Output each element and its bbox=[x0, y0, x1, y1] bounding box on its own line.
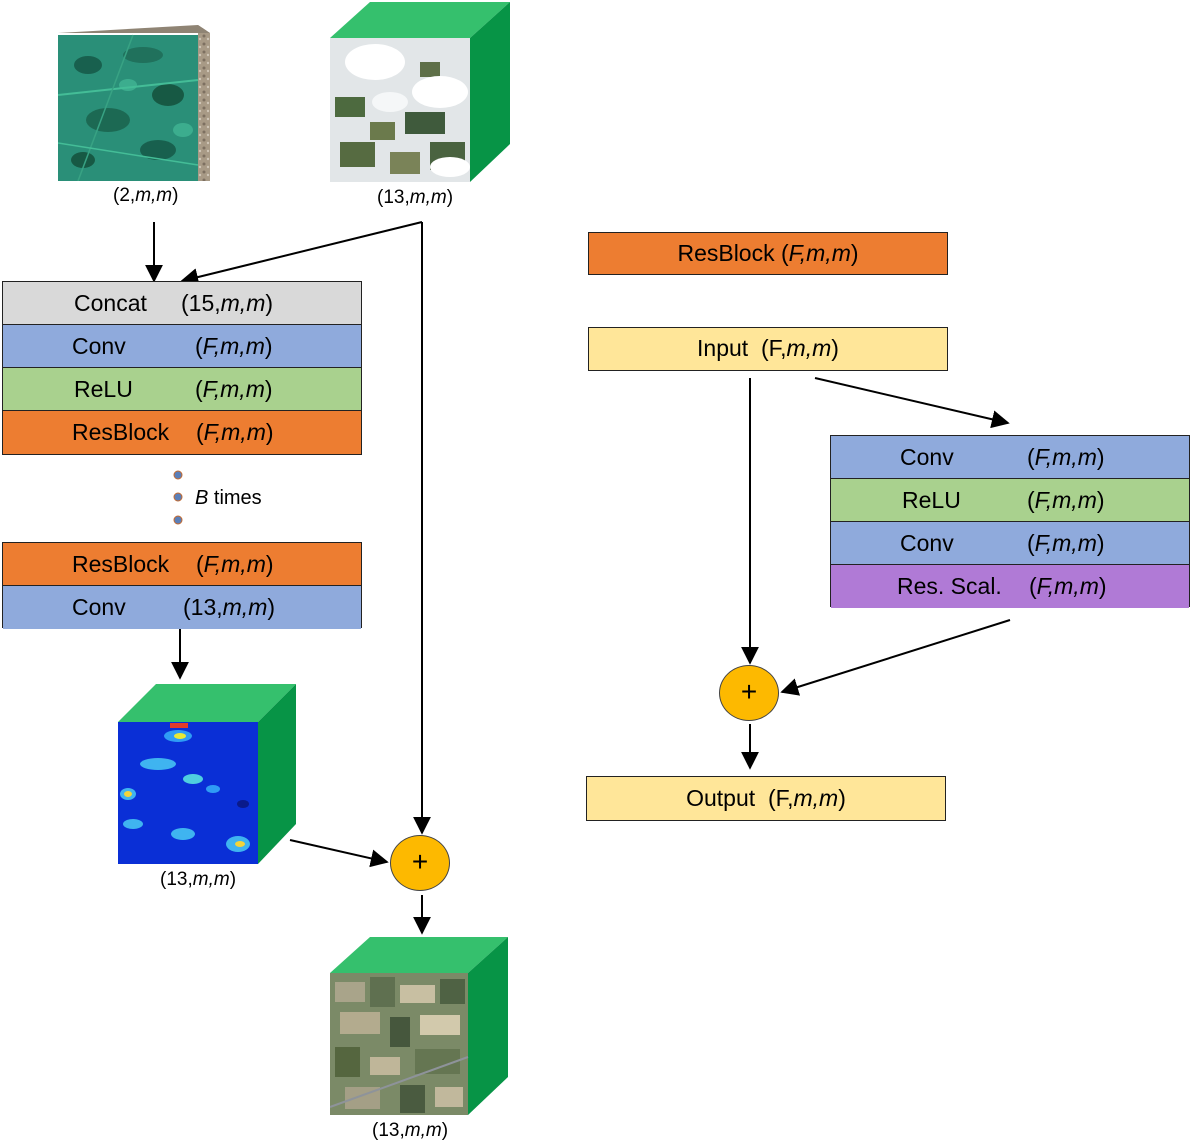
layer-name: ResBlock bbox=[72, 551, 170, 577]
inner-conv-2: Conv (F,m,m) bbox=[831, 522, 1189, 565]
output-name: Output bbox=[686, 785, 756, 811]
addition-node: + bbox=[390, 835, 450, 891]
layer-shape: (F,m,m) bbox=[195, 376, 273, 402]
layer-shape: (15,m,m) bbox=[181, 290, 274, 316]
input-b-shape-label: (13,m,m) bbox=[377, 187, 454, 208]
arrow-input-to-stack bbox=[814, 377, 1010, 429]
layer-name: Conv bbox=[72, 333, 126, 359]
resblock-output: Output (F,m,m) bbox=[586, 776, 946, 821]
residual-shape-label: (13,m,m) bbox=[160, 869, 237, 890]
resblock-title: ResBlock (F,m,m) bbox=[588, 232, 948, 275]
layer-shape: (F,m,m) bbox=[196, 551, 274, 577]
layer-name: ResBlock bbox=[72, 419, 170, 445]
layer-name: Concat bbox=[74, 290, 147, 316]
layer-name: Res. Scal. bbox=[897, 573, 1002, 599]
arrow-residual-to-plus bbox=[289, 839, 389, 868]
layer-conv: Conv (F,m,m) bbox=[3, 325, 361, 368]
layer-resblock-last: ResBlock (F,m,m) bbox=[3, 543, 361, 586]
layer-resblock: ResBlock (F,m,m) bbox=[3, 411, 361, 454]
layer-shape: (F,m,m) bbox=[1029, 573, 1107, 599]
inner-res-scal: Res. Scal. (F,m,m) bbox=[831, 565, 1189, 608]
input-a-image bbox=[58, 25, 210, 181]
layer-name: Conv bbox=[900, 444, 954, 470]
layer-name: Conv bbox=[900, 530, 954, 556]
layer-concat: Concat (15,m,m) bbox=[3, 282, 361, 325]
resblock-title-name: ResBlock bbox=[677, 240, 775, 266]
layer-shape: (F,m,m) bbox=[1027, 487, 1105, 513]
input-name: Input bbox=[697, 335, 749, 361]
layer-name: ReLU bbox=[74, 376, 133, 402]
layer-shape: (F,m,m) bbox=[1027, 444, 1105, 470]
arrow-inputb-to-concat bbox=[180, 221, 423, 286]
residual-cube bbox=[118, 684, 296, 866]
layer-shape: (F,m,m) bbox=[195, 333, 273, 359]
input-a-shape-label: (2,m,m) bbox=[113, 185, 179, 206]
layer-shape: (F,m,m) bbox=[1027, 530, 1105, 556]
layer-shape: (F,m,m) bbox=[196, 419, 274, 445]
resblock-input: Input (F,m,m) bbox=[588, 327, 948, 371]
addition-node-right: + bbox=[719, 665, 779, 721]
input-b-cube bbox=[330, 2, 510, 184]
tail-layer-stack: ResBlock (F,m,m) Conv (13,m,m) bbox=[2, 542, 362, 629]
arrow-stack-to-plus bbox=[780, 619, 1011, 696]
output-cube bbox=[330, 937, 508, 1117]
output-shape-label: (13,m,m) bbox=[372, 1120, 449, 1141]
resblock-inner-stack: Conv (F,m,m) ReLU (F,m,m) Conv (F,m,m) R… bbox=[830, 435, 1190, 608]
inner-relu: ReLU (F,m,m) bbox=[831, 479, 1189, 522]
layer-relu: ReLU (F,m,m) bbox=[3, 368, 361, 411]
main-layer-stack: Concat (15,m,m) Conv (F,m,m) ReLU (F,m,m… bbox=[2, 281, 362, 455]
inner-conv-1: Conv (F,m,m) bbox=[831, 436, 1189, 479]
layer-name: ReLU bbox=[902, 487, 961, 513]
layer-shape: (13,m,m) bbox=[183, 594, 276, 620]
layer-conv-out: Conv (13,m,m) bbox=[3, 586, 361, 629]
layer-name: Conv bbox=[72, 594, 126, 620]
repeat-label: B times bbox=[195, 487, 262, 509]
